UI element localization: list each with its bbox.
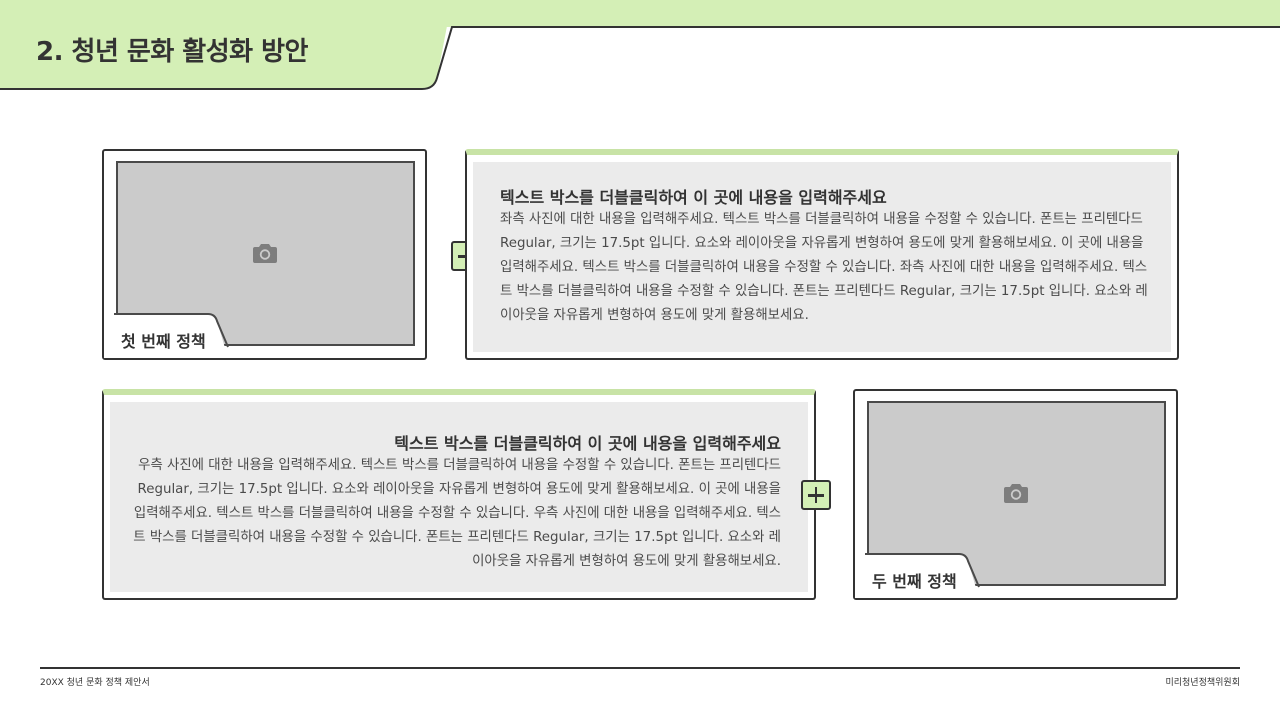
policy-2-caption-tab <box>855 553 980 598</box>
policy-1-caption: 첫 번째 정책 <box>121 332 206 351</box>
policy-1-caption-tab <box>104 313 229 358</box>
policy-2-body: 우측 사진에 대한 내용을 입력해주세요. 텍스트 박스를 더블클릭하여 내용을… <box>133 458 781 569</box>
footer-organization: 미리청년정책위원회 <box>1165 678 1240 688</box>
policy-1-body: 좌측 사진에 대한 내용을 입력해주세요. 텍스트 박스를 더블클릭하여 내용을… <box>500 212 1148 323</box>
camera-icon <box>1004 484 1028 503</box>
policy-1-heading: 텍스트 박스를 더블클릭하여 이 곳에 내용을 입력해주세요 <box>500 188 887 207</box>
policy-2-heading: 텍스트 박스를 더블클릭하여 이 곳에 내용을 입력해주세요 <box>394 434 781 453</box>
policy-2-text-card: 텍스트 박스를 더블클릭하여 이 곳에 내용을 입력해주세요 우측 사진에 대한… <box>102 389 816 600</box>
policy-1-text-card: 텍스트 박스를 더블클릭하여 이 곳에 내용을 입력해주세요 좌측 사진에 대한… <box>465 149 1179 360</box>
expand-plus-icon[interactable] <box>801 480 831 510</box>
policy-2-photo-frame: 두 번째 정책 <box>853 389 1178 600</box>
policy-1-text-box[interactable]: 텍스트 박스를 더블클릭하여 이 곳에 내용을 입력해주세요 좌측 사진에 대한… <box>473 162 1171 352</box>
footer-divider <box>40 667 1240 669</box>
policy-1-photo-frame: 첫 번째 정책 <box>102 149 427 360</box>
header-banner <box>0 0 1280 90</box>
camera-icon <box>253 244 277 263</box>
footer-document-title: 20XX 청년 문화 정책 제안서 <box>40 678 150 688</box>
page-title: 2. 청년 문화 활성화 방안 <box>36 37 308 67</box>
policy-2-text-box[interactable]: 텍스트 박스를 더블클릭하여 이 곳에 내용을 입력해주세요 우측 사진에 대한… <box>110 402 808 592</box>
policy-2-caption: 두 번째 정책 <box>872 572 957 591</box>
